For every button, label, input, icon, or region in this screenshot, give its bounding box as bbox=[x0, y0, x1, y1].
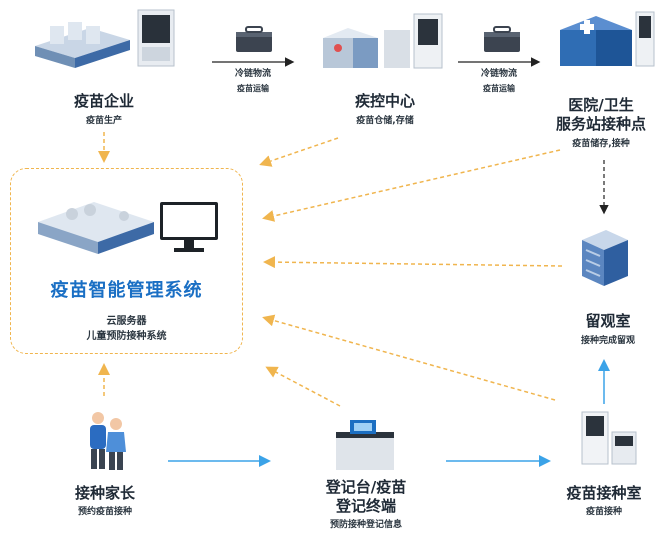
vaccination-room-node: 疫苗接种室 疫苗接种 bbox=[552, 484, 656, 518]
registration-subtitle: 预防接种登记信息 bbox=[329, 520, 402, 530]
coldchain1-title: 冷链物流 bbox=[234, 69, 271, 79]
vaccination-room-title: 疫苗接种室 bbox=[566, 484, 642, 502]
observation-node: 留观室 接种完成留观 bbox=[560, 312, 656, 347]
system-box bbox=[10, 168, 243, 354]
hospital-title-line1: 医院/卫生 bbox=[568, 96, 634, 114]
hospital-icon bbox=[560, 11, 655, 67]
cdc-to-system-arrow bbox=[259, 137, 339, 167]
coldchain2-label: 冷链物流 疫苗运输 bbox=[456, 68, 542, 94]
parents-node: 接种家长 预约疫苗接种 bbox=[52, 484, 158, 518]
parents-title: 接种家长 bbox=[74, 484, 135, 502]
system-node: 疫苗智能管理系统 云服务器 儿童预防接种系统 bbox=[10, 276, 243, 344]
vaccination-room-to-system-arrow bbox=[262, 314, 556, 401]
hospital-subtitle: 疫苗储存,接种 bbox=[572, 139, 630, 149]
coldchain2-title: 冷链物流 bbox=[480, 69, 517, 79]
registration-desk-icon bbox=[336, 420, 394, 470]
cdc-node: 疾控中心 疫苗仓储,存储 bbox=[326, 92, 444, 127]
coldchain1-subtitle: 疫苗运输 bbox=[237, 84, 269, 93]
observation-to-system-arrow bbox=[263, 256, 563, 269]
cold-box-icon bbox=[484, 26, 520, 52]
registration-node: 登记台/疫苗 登记终端 预防接种登记信息 bbox=[306, 478, 426, 531]
enterprise-node: 疫苗企业 疫苗生产 bbox=[52, 92, 156, 127]
hospital-node: 医院/卫生 服务站接种点 疫苗储存,接种 bbox=[548, 96, 654, 150]
registration-title-line1: 登记台/疫苗 bbox=[325, 478, 407, 496]
parents-icon bbox=[90, 412, 126, 470]
cdc-building-icon bbox=[323, 13, 443, 69]
enterprise-title: 疫苗企业 bbox=[73, 92, 134, 110]
system-title: 疫苗智能管理系统 bbox=[50, 280, 203, 301]
hospital-title-line2: 服务站接种点 bbox=[555, 115, 646, 133]
observation-title: 留观室 bbox=[585, 312, 631, 330]
cdc-subtitle: 疫苗仓储,存储 bbox=[356, 116, 414, 126]
observation-building-icon bbox=[582, 230, 628, 286]
factory-icon bbox=[35, 9, 175, 68]
parents-subtitle: 预约疫苗接种 bbox=[77, 507, 132, 517]
hospital-to-system-arrow bbox=[262, 149, 561, 222]
cold-box-icon bbox=[236, 26, 272, 52]
system-sub-line1: 云服务器 bbox=[106, 316, 147, 327]
enterprise-subtitle: 疫苗生产 bbox=[85, 116, 122, 126]
cdc-title: 疾控中心 bbox=[354, 92, 415, 110]
coldchain2-subtitle: 疫苗运输 bbox=[483, 84, 515, 93]
registration-to-system-arrow bbox=[265, 366, 341, 407]
vaccination-room-subtitle: 疫苗接种 bbox=[585, 507, 622, 517]
observation-subtitle: 接种完成留观 bbox=[580, 336, 635, 346]
system-sub-line2: 儿童预防接种系统 bbox=[86, 331, 167, 342]
coldchain1-label: 冷链物流 疫苗运输 bbox=[210, 68, 296, 94]
data-center-icon bbox=[38, 202, 218, 254]
vaccination-room-icon bbox=[581, 411, 637, 465]
registration-title-line2: 登记终端 bbox=[335, 497, 396, 515]
